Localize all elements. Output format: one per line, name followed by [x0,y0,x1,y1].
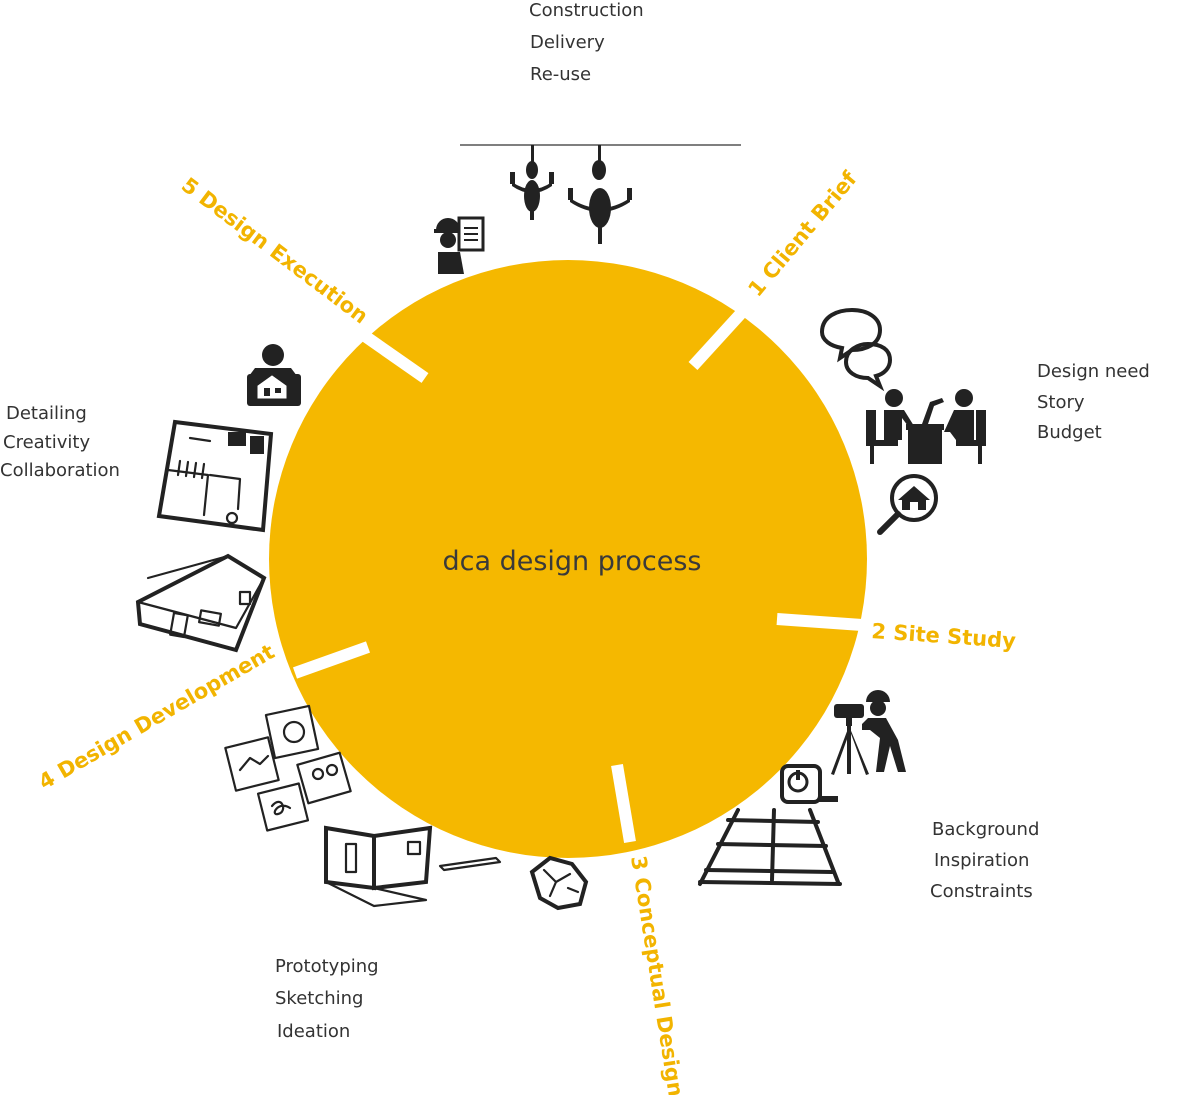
crumpled-paper-icon [529,855,589,911]
detail-item: Re-use [530,64,591,85]
detail-item: Story [1037,392,1085,413]
divider-site-study [776,613,863,631]
tape-measure-icon [780,764,838,804]
house-search-icon [877,474,938,535]
details-conceptual-design: Prototyping Sketching Ideation [275,956,379,1042]
surveyor-icon [831,690,906,775]
divider-design-execution [358,329,429,383]
person-house-plan-icon [247,344,301,406]
stage-label-design-execution: 5 Design Execution [177,173,373,329]
detail-item: Construction [529,0,644,21]
meeting-desk-icon [866,389,986,464]
detail-item: Creativity [3,432,90,453]
site-grid-icon [698,808,842,886]
stage-label-conceptual-design: 3 Conceptual Design [626,854,688,1095]
detail-item: Design need [1037,361,1150,382]
detail-item: Inspiration [934,850,1029,871]
detail-item: Budget [1037,422,1102,443]
chandelier-icon [460,144,741,244]
divider-design-development [292,641,371,679]
room-sketch-icon [324,825,502,908]
detail-item: Background [932,819,1039,840]
floor-plan-icon [156,419,274,533]
chat-bubbles-icon [819,307,893,392]
divider-conceptual-design [611,764,636,843]
details-site-study: Background Inspiration Constraints [930,819,1039,902]
detail-item: Detailing [6,403,87,424]
detail-item: Sketching [275,988,363,1009]
worker-clipboard-icon [434,216,485,274]
details-design-execution: Construction Delivery Re-use [529,0,644,85]
stage-label-client-brief: 1 Client Brief [743,166,862,301]
detail-item: Prototyping [275,956,379,977]
details-design-development: Detailing Creativity Collaboration [0,403,120,481]
detail-item: Ideation [277,1021,350,1042]
detail-item: Delivery [530,32,605,53]
detail-item: Constraints [930,881,1033,902]
stage-label-site-study: 2 Site Study [871,619,1017,653]
details-client-brief: Design need Story Budget [1037,361,1150,443]
center-title: dca design process [442,546,701,577]
stage-label-design-development: 4 Design Development [35,640,279,795]
stage-dividers [292,304,863,843]
detail-item: Collaboration [0,460,120,481]
idea-sheets-icon [224,704,352,832]
divider-client-brief [688,304,750,371]
house-sketch-icon [135,553,267,653]
process-circle [269,260,867,858]
